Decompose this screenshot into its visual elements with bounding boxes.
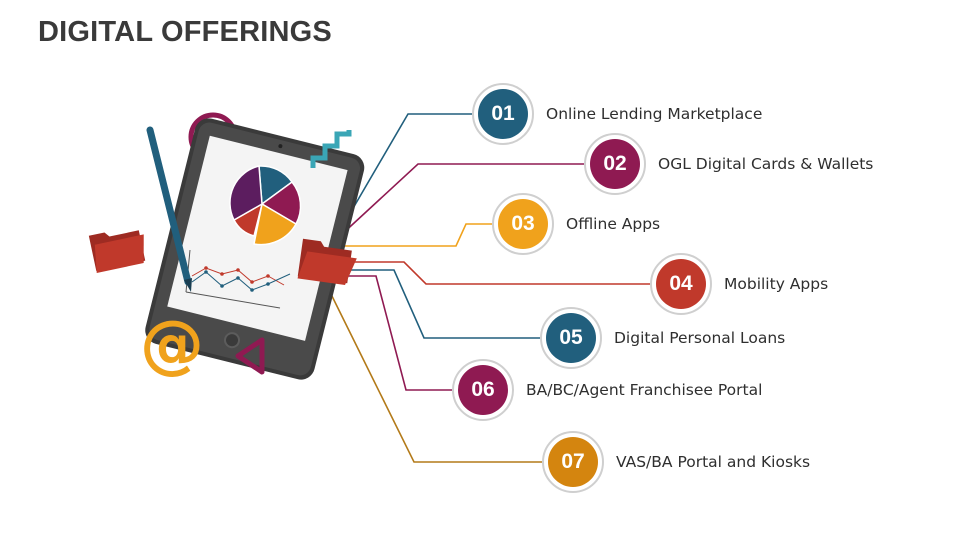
item-label: Digital Personal Loans [614,329,785,347]
badge-02: 02 [584,133,646,195]
folder-icon [89,225,150,273]
badge-03: 03 [492,193,554,255]
connector-05 [342,270,540,338]
badge-number: 07 [548,437,598,487]
item-label: Online Lending Marketplace [546,105,762,123]
badge-06: 06 [452,359,514,421]
connector-03 [338,224,492,246]
badge-07: 07 [542,431,604,493]
item-label: OGL Digital Cards & Wallets [658,155,873,173]
connector-06 [340,276,452,390]
badge-number: 06 [458,365,508,415]
item-label: Offline Apps [566,215,660,233]
badge-04: 04 [650,253,712,315]
at-sign-icon: @ [140,308,204,382]
badge-number: 01 [478,89,528,139]
badge-number: 04 [656,259,706,309]
badge-number: 05 [546,313,596,363]
badge-01: 01 [472,83,534,145]
badge-number: 02 [590,139,640,189]
item-label: BA/BC/Agent Franchisee Portal [526,381,762,399]
badge-05: 05 [540,307,602,369]
connector-04 [348,262,650,284]
item-label: Mobility Apps [724,275,828,293]
item-label: VAS/BA Portal and Kiosks [616,453,810,471]
badge-number: 03 [498,199,548,249]
